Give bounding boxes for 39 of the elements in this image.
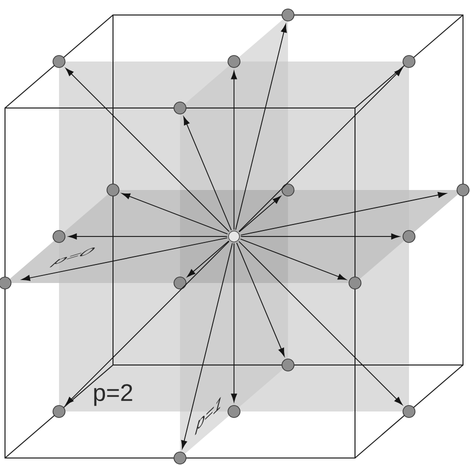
lattice-node (228, 405, 240, 418)
lattice-node (52, 230, 66, 243)
arrow (181, 242, 233, 449)
plane-label: p=0 (49, 247, 95, 268)
lattice-node (282, 184, 294, 196)
lattice-node (402, 55, 416, 68)
arrow (66, 68, 230, 232)
lattice-node (348, 276, 362, 290)
center-node (228, 230, 240, 242)
lattice-node (282, 8, 294, 22)
arrow (122, 193, 228, 234)
arrow (236, 242, 285, 356)
arrow (240, 238, 346, 280)
lattice-node (456, 184, 470, 196)
lattice-node (402, 405, 416, 418)
arrow (240, 192, 446, 236)
arrow (231, 70, 237, 230)
lattice-node (106, 184, 120, 196)
arrow (238, 240, 402, 405)
lattice-node (174, 102, 186, 114)
lattice-node (52, 55, 66, 68)
lattice-node (174, 276, 186, 290)
arrow (238, 68, 402, 232)
arrow (22, 237, 228, 281)
arrow (187, 240, 230, 277)
lattice-node (402, 230, 416, 243)
lattice-node (52, 405, 66, 418)
arrow (235, 24, 287, 230)
lattice-node (0, 276, 12, 290)
arrow (238, 196, 281, 232)
arrow (183, 116, 232, 231)
lattice-node (282, 358, 294, 372)
lattice-node (228, 55, 240, 68)
arrow (66, 240, 230, 405)
plane-label: p=2 (94, 384, 132, 406)
lattice-node (174, 452, 186, 464)
arrow (231, 242, 237, 402)
arrow (240, 234, 400, 240)
arrow (68, 234, 228, 240)
